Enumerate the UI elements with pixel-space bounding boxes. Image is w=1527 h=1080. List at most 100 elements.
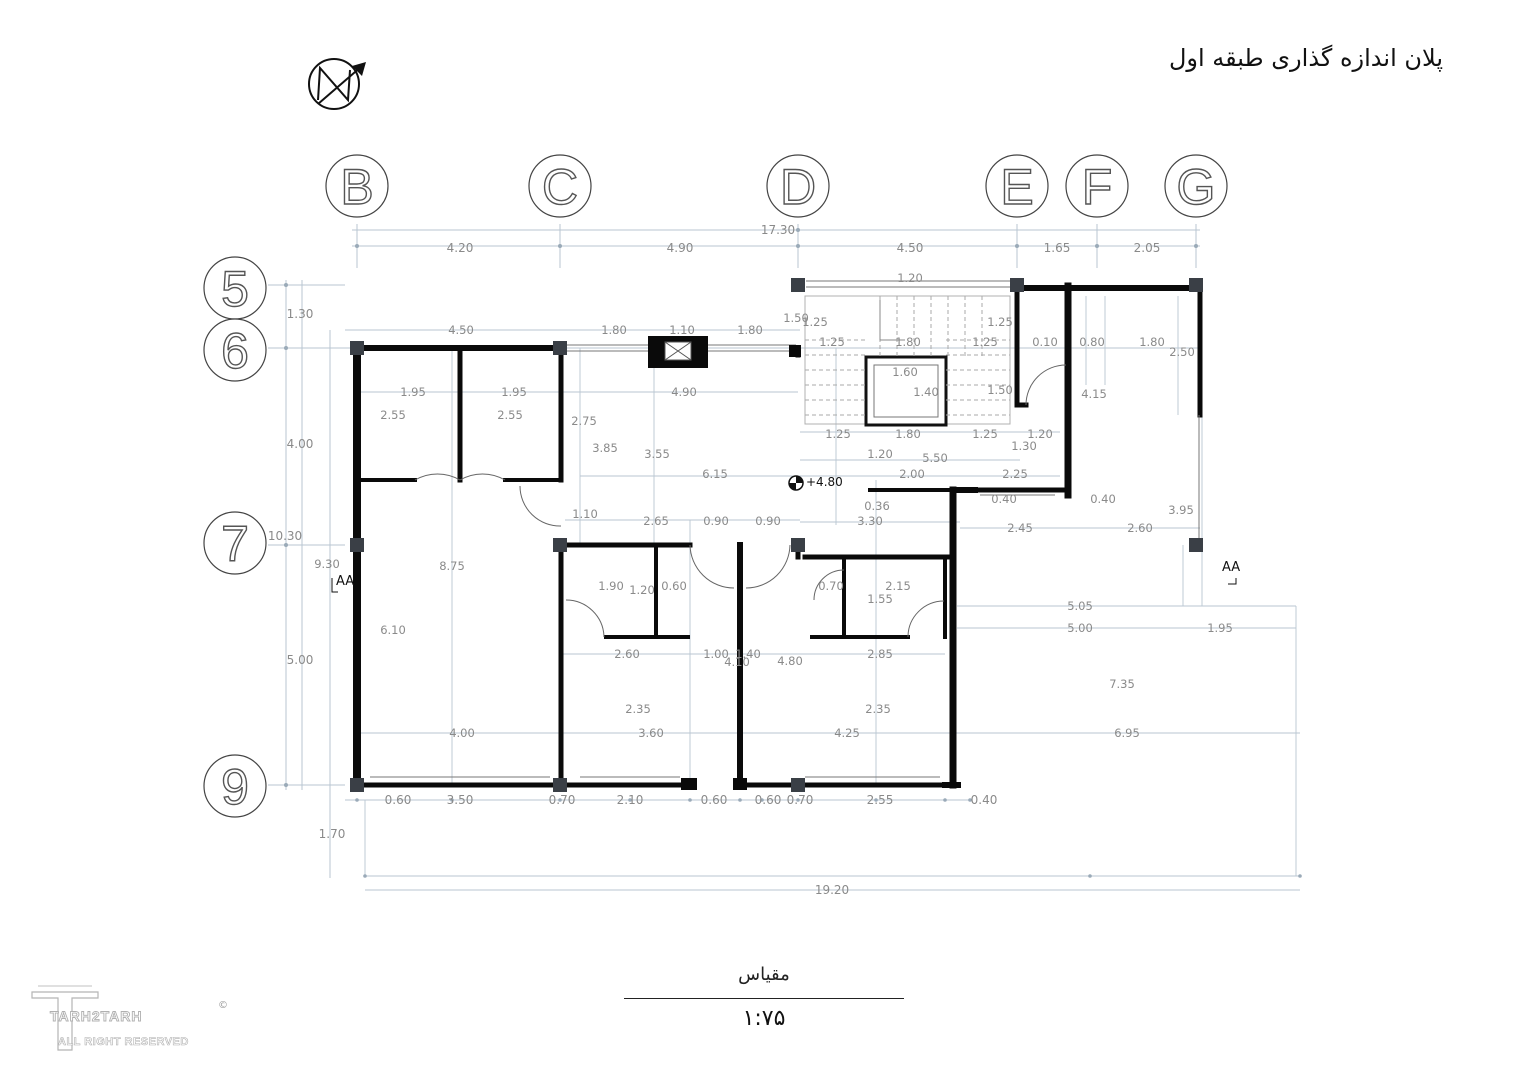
column xyxy=(553,538,567,552)
dim-interior: 2.75 xyxy=(571,414,597,428)
dim-interior: 2.85 xyxy=(867,647,893,661)
dim-interior: 4.50 xyxy=(448,323,474,337)
dim-interior: 1.90 xyxy=(598,579,624,593)
dim-interior: 0.40 xyxy=(991,492,1017,506)
dim-interior: 0.90 xyxy=(755,514,781,528)
dim-node xyxy=(284,283,288,287)
dim-interior: 4.10 xyxy=(724,655,750,669)
dim-interior: 2.60 xyxy=(1127,521,1153,535)
dim-node xyxy=(1088,874,1092,878)
dim-interior: 4.80 xyxy=(777,654,803,668)
column xyxy=(350,341,364,355)
dim-interior: 0.80 xyxy=(1079,335,1105,349)
dim-interior: 0.60 xyxy=(661,579,687,593)
dim-interior: 1.50 xyxy=(783,311,809,325)
dim-node xyxy=(796,798,800,802)
grid-bubble-e xyxy=(985,154,1049,218)
section-mark-right: AA xyxy=(1222,560,1240,575)
column xyxy=(350,778,364,792)
dim-interior: 1.25 xyxy=(802,315,828,329)
dim-node xyxy=(628,798,632,802)
dim-bottom-segment: 0.60 xyxy=(701,793,728,807)
dim-top-total: 17.30 xyxy=(761,223,795,237)
dim-interior: 1.80 xyxy=(895,427,921,441)
dim-interior: 4.90 xyxy=(671,385,697,399)
grid-bubble-label: B xyxy=(340,159,373,215)
grid-bubble-7 xyxy=(203,511,267,575)
dim-interior: 0.40 xyxy=(1090,492,1116,506)
dim-interior: 1.10 xyxy=(572,507,598,521)
dim-interior: 1.25 xyxy=(972,335,998,349)
structural-columns xyxy=(350,278,1203,792)
dim-top-segment: 4.50 xyxy=(897,241,924,255)
dim-top-segment: 4.90 xyxy=(667,241,694,255)
dim-left-segment: 5.00 xyxy=(287,653,314,667)
dim-interior: 1.25 xyxy=(819,335,845,349)
dim-bottom-segment: 2.55 xyxy=(867,793,894,807)
scale-label: مقیاس xyxy=(738,964,790,985)
dim-node xyxy=(760,798,764,802)
dim-node xyxy=(796,228,800,232)
section-mark-right-bracket xyxy=(1228,578,1237,585)
dim-left-total: 10.30 xyxy=(268,529,302,543)
dim-interior: 0.90 xyxy=(703,514,729,528)
column xyxy=(733,778,747,790)
dim-node xyxy=(558,244,562,248)
dim-interior: 2.65 xyxy=(643,514,669,528)
elevator-shaft xyxy=(864,355,948,427)
column xyxy=(789,345,801,357)
dim-interior: 1.40 xyxy=(913,385,939,399)
north-arrow-head-icon xyxy=(352,62,366,76)
dim-node xyxy=(738,798,742,802)
grid-bubble-label: C xyxy=(542,159,578,215)
dim-interior: 0.70 xyxy=(818,579,844,593)
north-arrow-shaft-icon xyxy=(317,65,363,105)
column xyxy=(681,778,697,790)
column xyxy=(1010,278,1024,292)
dim-interior: 1.20 xyxy=(867,447,893,461)
dim-interior: 1.80 xyxy=(1139,335,1165,349)
dim-interior: 4.00 xyxy=(449,726,475,740)
north-arrow-icon xyxy=(308,58,360,110)
door-swing xyxy=(1025,364,1067,406)
dim-interior: 2.60 xyxy=(614,647,640,661)
dim-node xyxy=(450,798,454,802)
door-swing xyxy=(745,544,791,589)
dim-interior: 1.95 xyxy=(400,385,426,399)
dim-interior: 2.15 xyxy=(885,579,911,593)
dim-node xyxy=(943,798,947,802)
dim-node xyxy=(968,798,972,802)
grid-bubble-label: G xyxy=(1177,159,1216,215)
dim-interior: 1.00 xyxy=(703,647,729,661)
dim-interior: 1.50 xyxy=(987,383,1013,397)
dim-interior: 2.35 xyxy=(625,702,651,716)
grid-bubble-label: 6 xyxy=(221,323,249,379)
logo-name: TARH2TARH xyxy=(50,1008,143,1025)
dim-interior: 3.95 xyxy=(1168,503,1194,517)
dim-node xyxy=(796,244,800,248)
dim-top-segment: 4.20 xyxy=(447,241,474,255)
column xyxy=(553,778,567,792)
dim-node xyxy=(363,874,367,878)
shaft-cross xyxy=(664,341,692,361)
grid-bubble-b xyxy=(325,154,389,218)
dim-interior: 1.25 xyxy=(972,427,998,441)
dim-interior: 4.15 xyxy=(1081,387,1107,401)
grid-bubble-label: D xyxy=(780,159,816,215)
dim-left-segment: 1.30 xyxy=(287,307,314,321)
dim-top-segment: 1.65 xyxy=(1044,241,1071,255)
walls xyxy=(353,280,1203,789)
dim-interior: 1.30 xyxy=(1011,439,1037,453)
door-swings xyxy=(414,364,1067,638)
dim-interior: 1.10 xyxy=(669,323,695,337)
dim-interior: 1.20 xyxy=(629,583,655,597)
dim-node xyxy=(355,798,359,802)
column xyxy=(791,278,805,292)
elevator-car xyxy=(873,364,939,418)
dim-interior: 2.25 xyxy=(1002,467,1028,481)
dim-bottom-total: 19.20 xyxy=(815,883,849,897)
